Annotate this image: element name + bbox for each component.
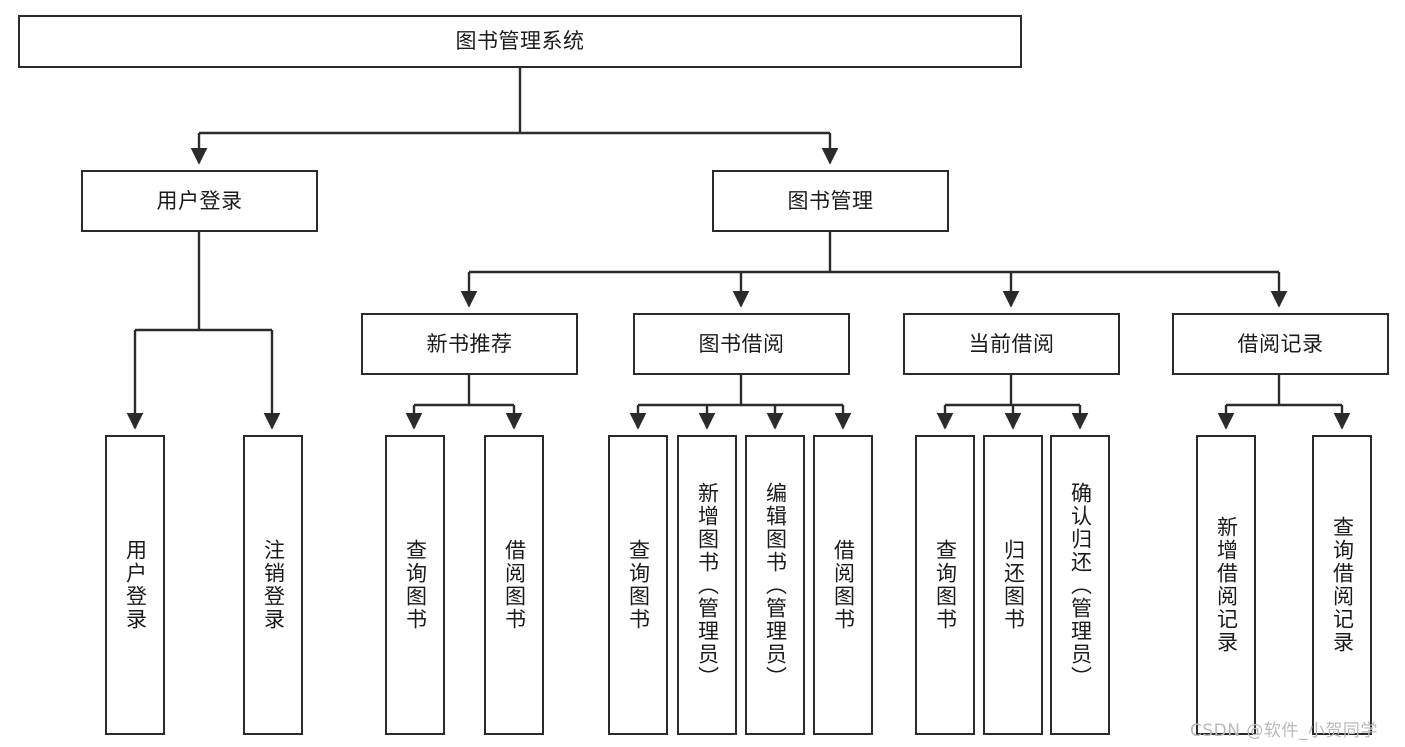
node-leaf-borrow-book-2[interactable]: 借阅图书 bbox=[813, 435, 873, 735]
node-leaf-query-borrow-record[interactable]: 查询借阅记录 bbox=[1312, 435, 1372, 735]
node-leaf-add-book-label: 新增图书（管理员） bbox=[695, 481, 720, 689]
node-leaf-user-login-label: 用户登录 bbox=[123, 539, 148, 631]
node-root-label: 图书管理系统 bbox=[455, 29, 585, 53]
node-leaf-query-book-1-label: 查询图书 bbox=[403, 539, 428, 631]
node-current-borrow[interactable]: 当前借阅 bbox=[903, 313, 1120, 375]
node-leaf-confirm-return-label: 确认归还（管理员） bbox=[1068, 481, 1093, 689]
node-leaf-return-book[interactable]: 归还图书 bbox=[983, 435, 1043, 735]
node-leaf-query-borrow-record-label: 查询借阅记录 bbox=[1330, 516, 1355, 654]
node-leaf-query-book-1[interactable]: 查询图书 bbox=[385, 435, 445, 735]
node-user-login-label: 用户登录 bbox=[156, 188, 243, 213]
node-leaf-user-login[interactable]: 用户登录 bbox=[105, 435, 165, 735]
node-leaf-logout[interactable]: 注销登录 bbox=[243, 435, 303, 735]
node-leaf-confirm-return[interactable]: 确认归还（管理员） bbox=[1050, 435, 1110, 735]
node-leaf-add-borrow-record-label: 新增借阅记录 bbox=[1214, 516, 1239, 654]
node-leaf-add-book[interactable]: 新增图书（管理员） bbox=[677, 435, 737, 735]
csdn-watermark: CSDN @软件_小贺同学 bbox=[1190, 721, 1378, 741]
node-user-login[interactable]: 用户登录 bbox=[81, 170, 318, 232]
node-leaf-query-book-3-label: 查询图书 bbox=[933, 539, 958, 631]
node-root[interactable]: 图书管理系统 bbox=[18, 15, 1022, 68]
node-new-book-recommend-label: 新书推荐 bbox=[426, 331, 513, 356]
node-leaf-add-borrow-record[interactable]: 新增借阅记录 bbox=[1196, 435, 1256, 735]
node-leaf-borrow-book-1[interactable]: 借阅图书 bbox=[484, 435, 544, 735]
node-book-borrow[interactable]: 图书借阅 bbox=[633, 313, 850, 375]
node-book-management-label: 图书管理 bbox=[787, 188, 874, 213]
node-leaf-borrow-book-2-label: 借阅图书 bbox=[831, 539, 856, 631]
node-leaf-return-book-label: 归还图书 bbox=[1001, 539, 1026, 631]
node-book-management[interactable]: 图书管理 bbox=[712, 170, 949, 232]
node-leaf-borrow-book-1-label: 借阅图书 bbox=[502, 539, 527, 631]
node-leaf-edit-book-label: 编辑图书（管理员） bbox=[763, 481, 788, 689]
node-leaf-query-book-2-label: 查询图书 bbox=[626, 539, 651, 631]
node-leaf-edit-book[interactable]: 编辑图书（管理员） bbox=[745, 435, 805, 735]
node-leaf-query-book-3[interactable]: 查询图书 bbox=[915, 435, 975, 735]
node-current-borrow-label: 当前借阅 bbox=[968, 331, 1055, 356]
node-borrow-record[interactable]: 借阅记录 bbox=[1172, 313, 1389, 375]
node-borrow-record-label: 借阅记录 bbox=[1237, 331, 1324, 356]
node-new-book-recommend[interactable]: 新书推荐 bbox=[361, 313, 578, 375]
node-leaf-logout-label: 注销登录 bbox=[261, 539, 286, 631]
node-book-borrow-label: 图书借阅 bbox=[698, 331, 785, 356]
node-leaf-query-book-2[interactable]: 查询图书 bbox=[608, 435, 668, 735]
